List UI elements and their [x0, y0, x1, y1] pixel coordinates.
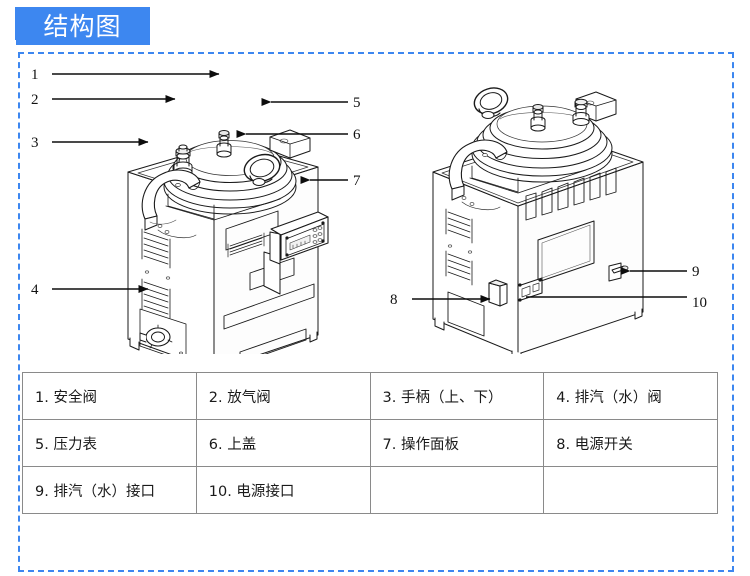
drain-valve-part — [139, 308, 187, 354]
callout-label-10: 10 — [692, 295, 707, 311]
callout-label-5: 5 — [353, 95, 361, 111]
handle-part — [141, 169, 201, 231]
callout-label-4: 4 — [31, 282, 39, 298]
legend-cell-empty-2 — [543, 466, 718, 514]
legend-cell-10: 10. 电源接口 — [195, 466, 371, 514]
callout-label-2: 2 — [31, 92, 39, 108]
callout-label-6: 6 — [353, 127, 361, 143]
callout-label-7: 7 — [353, 173, 361, 189]
legend-cell-8: 8. 电源开关 — [543, 419, 718, 467]
pressure-gauge-part — [243, 153, 281, 186]
left-callout-group: 1 2 3 4 5 6 7 — [31, 67, 361, 298]
legend-cell-9: 9. 排汽（水）接口 — [22, 466, 197, 514]
diagram-area: 1 2 3 4 5 6 7 — [18, 54, 734, 354]
safety-valve-part — [216, 130, 232, 158]
legend-cell-7: 7. 操作面板 — [369, 419, 545, 467]
parts-legend-table: 1. 安全阀 2. 放气阀 3. 手柄（上、下） 4. 排汽（水）阀 5. 压力… — [22, 372, 718, 514]
table-row: 5. 压力表 6. 上盖 7. 操作面板 8. 电源开关 — [22, 419, 718, 467]
section-title: 结构图 — [43, 11, 122, 41]
power-switch-part — [488, 279, 508, 307]
vent-slots-rear-lower — [445, 250, 473, 286]
callout-label-1: 1 — [31, 67, 39, 83]
legend-cell-empty-1 — [369, 466, 545, 514]
legend-cell-2: 2. 放气阀 — [195, 372, 371, 420]
handle-part-rear — [448, 139, 508, 201]
safety-valve-part-rear — [530, 104, 546, 132]
control-panel-part — [263, 211, 329, 295]
section-banner: 结构图 — [15, 7, 150, 45]
vent-slots-upper — [141, 228, 171, 269]
right-device-illustration — [432, 87, 644, 354]
legend-cell-4: 4. 排汽（水）阀 — [543, 372, 718, 420]
exhaust-valve-part-rear — [572, 98, 590, 126]
right-vent-grille — [227, 232, 265, 258]
pressure-gauge-part-rear — [473, 87, 509, 119]
right-callout-group: 8 9 10 — [390, 264, 707, 311]
callout-label-8: 8 — [390, 292, 398, 308]
banner-frame-overlap-mask — [0, 40, 16, 56]
legend-cell-1: 1. 安全阀 — [22, 372, 197, 420]
legend-cell-3: 3. 手柄（上、下） — [369, 372, 545, 420]
callout-label-3: 3 — [31, 135, 39, 151]
legend-cell-5: 5. 压力表 — [22, 419, 197, 467]
autoclave-technical-drawing: 1 2 3 4 5 6 7 — [31, 67, 707, 354]
left-device-illustration — [127, 129, 329, 354]
table-row: 1. 安全阀 2. 放气阀 3. 手柄（上、下） 4. 排汽（水）阀 — [22, 372, 718, 420]
legend-cell-6: 6. 上盖 — [195, 419, 371, 467]
callout-label-9: 9 — [692, 264, 700, 280]
table-row: 9. 排汽（水）接口 10. 电源接口 — [22, 466, 718, 514]
power-socket-part — [517, 277, 543, 302]
rear-vent-grille — [525, 167, 617, 221]
vent-slots-rear-upper — [445, 208, 473, 244]
